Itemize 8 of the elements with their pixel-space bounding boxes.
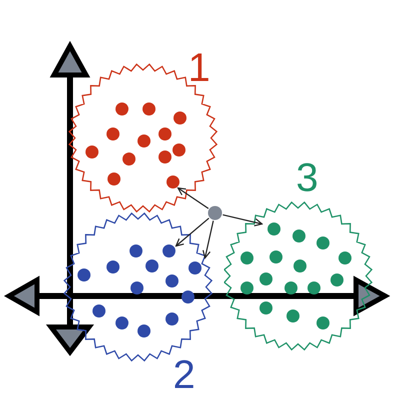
arrow xyxy=(175,218,210,247)
arrow xyxy=(222,214,263,226)
query-point xyxy=(208,206,222,220)
cluster-number: 2 xyxy=(173,355,196,395)
cluster-number: 1 xyxy=(188,48,210,88)
arrow xyxy=(202,220,214,259)
arrow xyxy=(177,187,209,209)
cluster-number: 3 xyxy=(296,158,318,198)
